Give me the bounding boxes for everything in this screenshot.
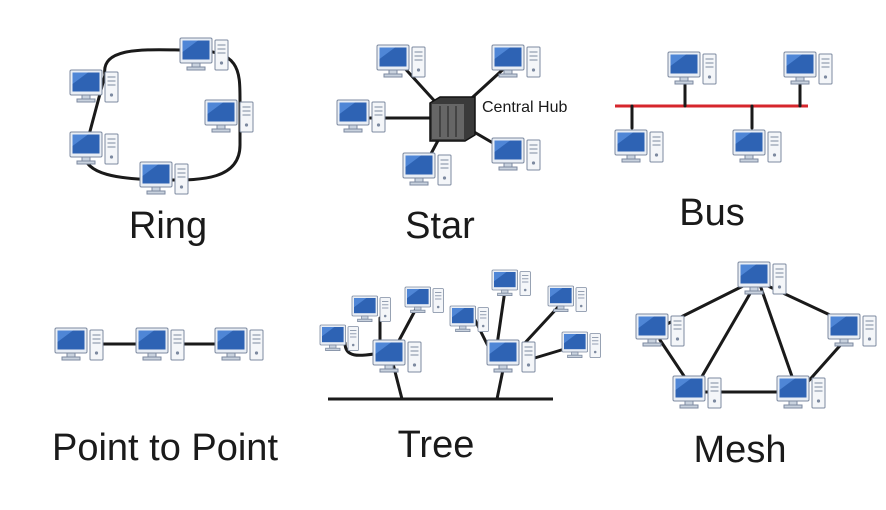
computer-icon xyxy=(561,331,601,359)
computer-icon xyxy=(491,137,541,171)
star-topology: Central Hub Star xyxy=(336,44,567,247)
mesh-label: Mesh xyxy=(694,429,787,471)
computer-icon xyxy=(491,269,531,297)
computer-icon xyxy=(204,99,254,133)
mesh-topology: Mesh xyxy=(635,261,877,471)
computer-icon xyxy=(54,327,104,361)
computer-icon xyxy=(351,295,391,323)
computer-icon xyxy=(486,339,536,373)
mesh-link xyxy=(803,338,847,387)
computer-icon xyxy=(69,69,119,103)
computer-icon xyxy=(372,339,422,373)
mesh-link xyxy=(758,283,797,387)
computer-icon xyxy=(336,99,386,133)
computer-icon xyxy=(776,375,826,409)
computer-icon xyxy=(179,37,229,71)
computer-icon xyxy=(672,375,722,409)
tree-link xyxy=(495,288,507,347)
ring-link xyxy=(83,48,242,182)
computer-icon xyxy=(667,51,717,85)
bus-label: Bus xyxy=(679,192,744,234)
mesh-link xyxy=(695,283,757,387)
computer-icon xyxy=(319,324,359,352)
computer-icon xyxy=(376,44,426,78)
computer-icon xyxy=(449,305,489,333)
tree-link xyxy=(343,341,376,357)
computer-icon xyxy=(214,327,264,361)
computer-icon xyxy=(402,152,452,186)
star-label: Star xyxy=(405,205,475,247)
computer-icon xyxy=(135,327,185,361)
computer-icon xyxy=(547,285,587,313)
central-hub-label: Central Hub xyxy=(482,99,567,116)
point-to-point-topology: Point to Point xyxy=(52,327,278,469)
ring-label: Ring xyxy=(129,205,207,247)
computer-icon xyxy=(783,51,833,85)
computer-icon xyxy=(69,131,119,165)
ring-topology: Ring xyxy=(69,37,254,247)
bus-topology: Bus xyxy=(614,51,833,234)
tree-topology: Tree xyxy=(319,269,601,466)
computer-icon xyxy=(139,161,189,195)
central-hub-icon xyxy=(429,96,476,142)
computer-icon xyxy=(827,313,877,347)
computer-icon xyxy=(732,129,782,163)
point-to-point-label: Point to Point xyxy=(52,427,278,469)
tree-label: Tree xyxy=(398,424,475,466)
computer-icon xyxy=(614,129,664,163)
computer-icon xyxy=(404,286,444,314)
